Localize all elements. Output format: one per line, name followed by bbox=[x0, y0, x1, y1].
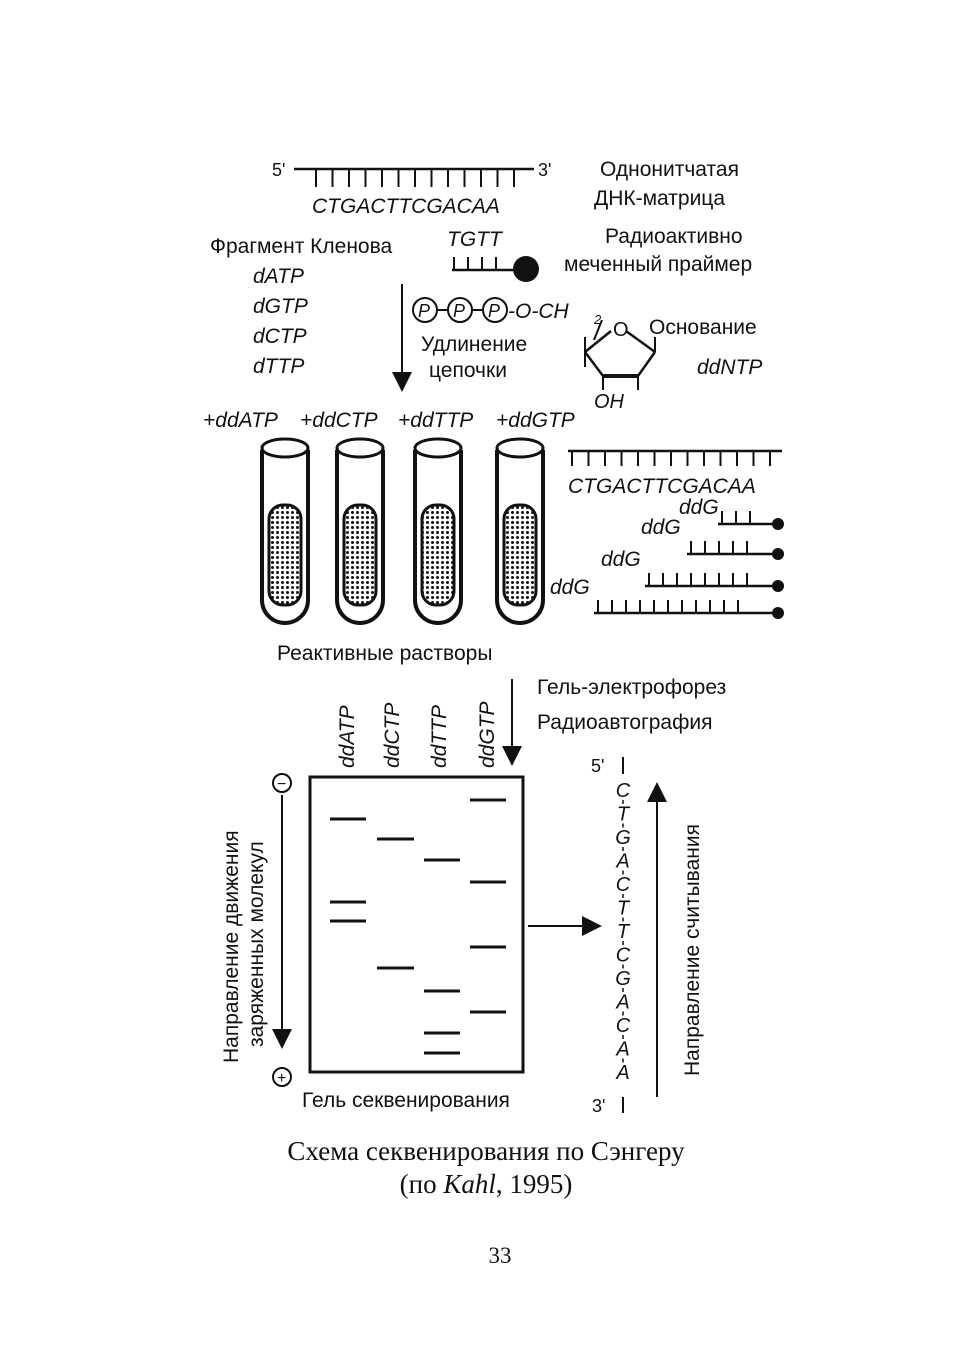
tube-label-ddctp: +ddCTP bbox=[300, 409, 378, 432]
ddntp-label: ddNTP bbox=[697, 356, 762, 379]
read-base: G bbox=[615, 827, 631, 849]
primer-sequence: TGTT bbox=[447, 228, 504, 251]
reading-direction-label: Направление считывания bbox=[681, 824, 704, 1076]
caption-author: Kahl bbox=[442, 1169, 496, 1199]
read-base: T bbox=[617, 898, 631, 920]
read-base: A bbox=[615, 1062, 629, 1084]
read-base: C bbox=[616, 945, 631, 967]
phosphate-2: P bbox=[453, 301, 465, 321]
reagent-dctp: dCTP bbox=[253, 325, 307, 348]
plus-sign: + bbox=[277, 1070, 286, 1087]
caption-suffix: , 1995) bbox=[496, 1169, 573, 1199]
reagent-datp: dATP bbox=[253, 265, 304, 288]
test-tube-ddttp bbox=[413, 437, 463, 625]
phosphate-1: P bbox=[418, 301, 430, 321]
label-dot bbox=[772, 518, 784, 530]
tube-label-ddttp: +ddTTP bbox=[398, 409, 473, 432]
gel-lane-label-ddatp: ddATP bbox=[336, 705, 359, 768]
gel-lane-label-ddttp: ddTTP bbox=[428, 705, 451, 768]
labeled-primer: TGTT bbox=[447, 228, 539, 282]
elongation-label-line2: цепочки bbox=[429, 359, 507, 382]
test-tubes bbox=[260, 437, 545, 625]
template-3prime: 3' bbox=[538, 160, 551, 180]
template-sequence: CTGACTTCGACAA bbox=[312, 195, 500, 218]
label-dot bbox=[772, 607, 784, 619]
template-5prime: 5' bbox=[272, 160, 285, 180]
read-5prime: 5' bbox=[591, 756, 604, 776]
tube-label-ddgtp: +ddGTP bbox=[496, 409, 575, 432]
ddntp-structure: P P P -O-CH 2 O OH bbox=[412, 297, 657, 413]
read-base: C bbox=[616, 1015, 631, 1037]
fragment-label-3: ddG bbox=[601, 548, 641, 571]
linker-subscript: 2 bbox=[593, 312, 602, 327]
elongation-label-line1: Удлинение bbox=[421, 333, 527, 356]
klenow-fragment-label: Фрагмент Кленова bbox=[210, 235, 393, 258]
fragment-strand bbox=[645, 573, 784, 592]
template-strand: 5' 3' CTGACTTCGACAA bbox=[272, 160, 551, 218]
tube-label-ddatp: +ddATP bbox=[203, 409, 278, 432]
label-dot bbox=[772, 580, 784, 592]
fragment-strand bbox=[687, 541, 784, 560]
read-base: A bbox=[615, 992, 629, 1014]
plus-electrode bbox=[272, 1067, 292, 1087]
process-step-electrophoresis: Гель-электрофорез bbox=[537, 676, 726, 699]
fragment-template-sequence: CTGACTTCGACAA bbox=[568, 475, 756, 498]
read-base: C bbox=[616, 780, 631, 802]
fragment-strands bbox=[594, 511, 784, 619]
read-base: G bbox=[615, 968, 631, 990]
label-dot bbox=[772, 548, 784, 560]
fragment-label-2: ddG bbox=[641, 516, 681, 539]
oh-label: OH bbox=[594, 391, 625, 413]
fragment-strand bbox=[718, 511, 784, 530]
page-number: 33 bbox=[489, 1243, 512, 1268]
test-tube-ddatp bbox=[260, 437, 310, 625]
fragments-panel: CTGACTTCGACAA ddG ddG ddG ddG bbox=[550, 449, 784, 619]
read-base: C bbox=[616, 874, 631, 896]
primer-label-line2: меченный праймер bbox=[564, 253, 752, 276]
linker-text: -O-CH bbox=[508, 300, 569, 323]
tubes-caption: Реактивные растворы bbox=[277, 642, 492, 665]
minus-sign: − bbox=[277, 776, 286, 793]
process-step-autoradiography: Радиоавтография bbox=[537, 711, 713, 734]
gel-lane-label-ddctp: ddCTP bbox=[381, 703, 404, 768]
figure-caption-line1: Схема секвенирования по Сэнгеру bbox=[287, 1136, 685, 1166]
reagent-dttp: dTTP bbox=[253, 355, 304, 378]
template-ticks bbox=[315, 169, 515, 187]
gel-lane-label-ddgtp: ddGTP bbox=[476, 701, 499, 768]
minus-electrode bbox=[272, 773, 292, 793]
base-label: Основание bbox=[649, 316, 757, 339]
fragment-strand bbox=[594, 600, 784, 619]
fragment-label-4: ddG bbox=[550, 576, 590, 599]
primer-label-line1: Радиоактивно bbox=[605, 225, 743, 248]
read-sequence: CTGACTTCGACAA bbox=[615, 780, 631, 1084]
fragment-label-1: ddG bbox=[679, 496, 719, 519]
read-base: A bbox=[615, 1039, 629, 1061]
read-base: A bbox=[615, 851, 629, 873]
read-3prime: 3' bbox=[592, 1096, 605, 1116]
phosphate-3: P bbox=[488, 301, 500, 321]
template-label-line2: ДНК-матрица bbox=[594, 187, 725, 210]
test-tube-ddctp bbox=[335, 437, 385, 625]
ring-oxygen: O bbox=[613, 319, 629, 341]
reagent-dgtp: dGTP bbox=[253, 295, 308, 318]
template-label-line1: Однонитчатая bbox=[600, 158, 739, 181]
gel-bands bbox=[330, 798, 506, 1055]
caption-prefix: (по bbox=[400, 1169, 444, 1199]
read-base: T bbox=[617, 804, 631, 826]
figure-caption-line2: (по Kahl, 1995) bbox=[400, 1169, 573, 1199]
test-tube-ddgtp bbox=[495, 437, 545, 625]
migration-label-line2: заряженных молекул bbox=[245, 841, 268, 1047]
migration-label-line1: Направление движения bbox=[220, 830, 243, 1063]
read-base: T bbox=[617, 921, 631, 943]
fragment-template-ticks bbox=[571, 451, 771, 466]
radioactive-label-dot bbox=[513, 256, 539, 282]
gel-caption: Гель секвенирования bbox=[302, 1089, 510, 1112]
sequencing-gel bbox=[308, 775, 525, 1074]
